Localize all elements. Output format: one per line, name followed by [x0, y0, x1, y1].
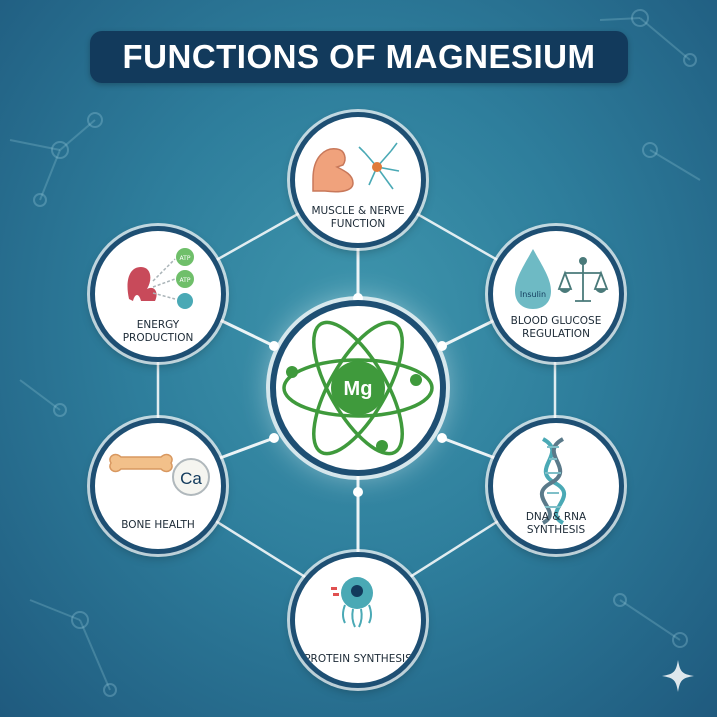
energy-production-label: ENERGY PRODUCTION — [122, 319, 194, 344]
energy-icon: ATP ATP — [127, 248, 194, 309]
center-magnesium-atom: Mg — [270, 300, 446, 476]
muscle-nerve-icon — [312, 142, 400, 193]
protein-icon — [331, 577, 373, 628]
sparkle-icon — [662, 660, 694, 692]
page-title: FUNCTIONS OF MAGNESIUM — [122, 38, 596, 75]
bone-icon: Ca — [109, 453, 210, 496]
atp-text-2: ATP — [180, 277, 191, 284]
node-bone-health: Ca BONE HEALTH — [90, 418, 226, 554]
center-symbol: Mg — [344, 378, 373, 400]
node-protein-synthesis: PROTEIN SYNTHESIS — [290, 552, 426, 688]
blood-glucose-icon: Insulin — [515, 249, 609, 309]
dna-rna-label: DNA & RNA SYNTHESIS — [525, 511, 587, 536]
node-blood-glucose: Insulin BLOOD GLUCOSE REGULATION — [488, 226, 624, 362]
node-dna-rna: DNA & RNA SYNTHESIS — [488, 418, 624, 554]
muscle-nerve-label: MUSCLE & NERVE FUNCTION — [311, 205, 405, 230]
node-muscle-nerve: MUSCLE & NERVE FUNCTION — [290, 112, 426, 248]
atp-text-1: ATP — [180, 255, 191, 262]
dna-icon — [539, 437, 567, 525]
title-banner: FUNCTIONS OF MAGNESIUM — [90, 31, 628, 83]
calcium-text: Ca — [180, 469, 202, 488]
node-energy-production: ATP ATP ENERGY PRODUCTION — [90, 226, 226, 362]
insulin-text: Insulin — [520, 290, 546, 299]
bone-health-label: BONE HEALTH — [121, 519, 195, 531]
protein-synthesis-label: PROTEIN SYNTHESIS — [304, 653, 412, 665]
atom-icon: Mg — [282, 320, 434, 456]
blood-glucose-label: BLOOD GLUCOSE REGULATION — [510, 315, 602, 340]
